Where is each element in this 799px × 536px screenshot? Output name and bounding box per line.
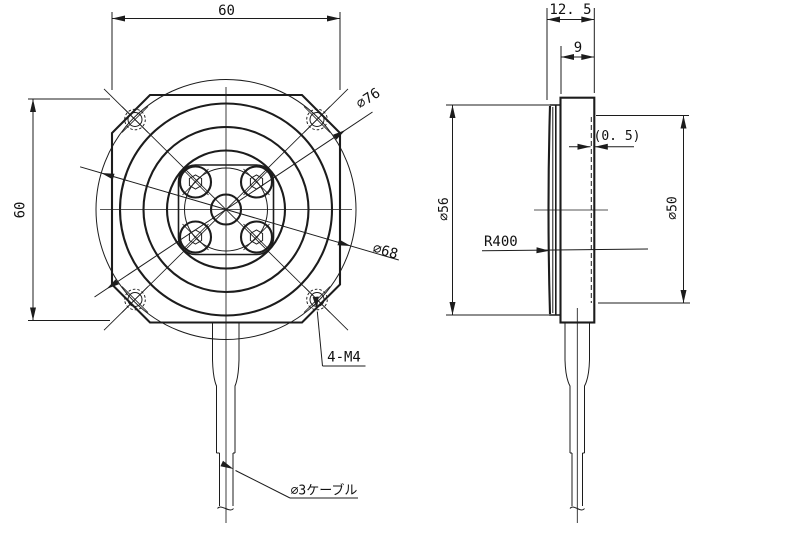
center-mark (243, 168, 270, 196)
thread-circle (306, 288, 328, 311)
arrowhead (547, 16, 560, 23)
cable-lines (571, 453, 583, 506)
strain-relief-left (564, 322, 571, 453)
arrowhead (680, 290, 687, 303)
dim-offset-label: (0. 5) (594, 129, 641, 144)
dim-thickness-label: 12. 5 (549, 2, 591, 18)
spherical-face-r400 (547, 105, 552, 315)
inner-screw-bottom-right (239, 220, 274, 254)
strain-relief-right (584, 322, 590, 453)
arrowhead (220, 460, 234, 469)
body-side-outline (559, 96, 596, 324)
sensing-area-circle (165, 149, 287, 270)
strain-relief-right (234, 322, 240, 453)
front-view (95, 79, 357, 523)
thread-circle (306, 108, 328, 131)
arrowhead (30, 99, 36, 112)
m4-hole-top-left (121, 106, 149, 133)
screw-head-circle (239, 220, 274, 254)
arrowhead (561, 54, 574, 60)
m4-hole-bottom-left (121, 286, 149, 313)
m4-hole-top-right (303, 106, 331, 133)
cable-break-symbol (569, 506, 585, 511)
arrowhead (101, 173, 115, 180)
arrowhead (449, 105, 456, 118)
dim-height-label: 60 (13, 202, 29, 219)
square-flange-outline (110, 93, 342, 324)
cable-front (212, 322, 240, 511)
button-cluster-outline (177, 164, 275, 256)
center-button-circle (209, 193, 243, 226)
cable-side (564, 322, 590, 511)
center-mark (121, 286, 149, 313)
tap-hole-circle (309, 112, 325, 127)
arrowhead (680, 115, 687, 129)
arrowhead (112, 15, 125, 22)
dim-r400-label: R400 (484, 234, 518, 250)
dim-line-d76 (94, 111, 373, 298)
arrowhead (106, 279, 119, 289)
dim-width-label: 60 (218, 3, 235, 19)
screw-head-circle (178, 220, 213, 254)
screw-head-circle (178, 165, 213, 199)
center-mark (303, 106, 331, 133)
dim-d56-label: ∅56 (437, 197, 452, 220)
flange-disc-circle (118, 102, 334, 317)
screw-head-circle (239, 165, 274, 199)
arrowhead (337, 239, 351, 246)
leader-line (235, 470, 291, 499)
tap-hole-circle (127, 292, 143, 307)
center-mark (243, 223, 270, 251)
strain-relief-left (212, 322, 217, 453)
arrowhead (30, 307, 36, 321)
arrowhead (449, 302, 456, 315)
inner-screw-top-left (178, 165, 213, 199)
dim-body-label: 9 (574, 40, 582, 56)
leader-line (316, 311, 323, 367)
thread-circle (124, 108, 146, 131)
arrowhead (333, 130, 346, 140)
cable-break-symbol (217, 506, 234, 511)
bolt-pitch-circle (95, 79, 357, 340)
hex-socket-icon (188, 174, 203, 190)
hex-socket-icon (249, 229, 264, 245)
arrowhead (312, 296, 319, 310)
arrowhead (581, 54, 595, 60)
side-view (534, 96, 608, 523)
tap-hole-circle (127, 112, 143, 127)
cable-label: ∅3ケーブル (291, 483, 358, 499)
arrowhead (594, 143, 608, 150)
front-dimensions: 60 60 ∅76 ∅68 4-M4 ∅3ケーブル (13, 3, 400, 499)
diaphragm-circle (142, 125, 310, 294)
thread-circle (124, 288, 146, 311)
dim-d68-label: ∅68 (371, 240, 400, 262)
leader-line-r400 (481, 248, 649, 252)
side-dimensions: 12. 5 9 (0. 5) ∅56 ∅50 R400 (437, 2, 690, 316)
arrowhead (327, 15, 340, 22)
center-mark (182, 223, 209, 251)
arrowhead (581, 16, 595, 23)
arrowhead (577, 143, 591, 150)
dim-line-d68 (79, 166, 399, 261)
mounting-holes-label: 4-M4 (327, 350, 361, 366)
arrowhead (536, 247, 550, 254)
center-mark (121, 106, 149, 133)
inner-pitch-circle (184, 167, 268, 252)
cable-lines (219, 453, 234, 506)
dim-d76-label: ∅76 (353, 85, 383, 112)
dim-d50-label: ∅50 (666, 196, 681, 219)
center-mark (182, 168, 209, 196)
